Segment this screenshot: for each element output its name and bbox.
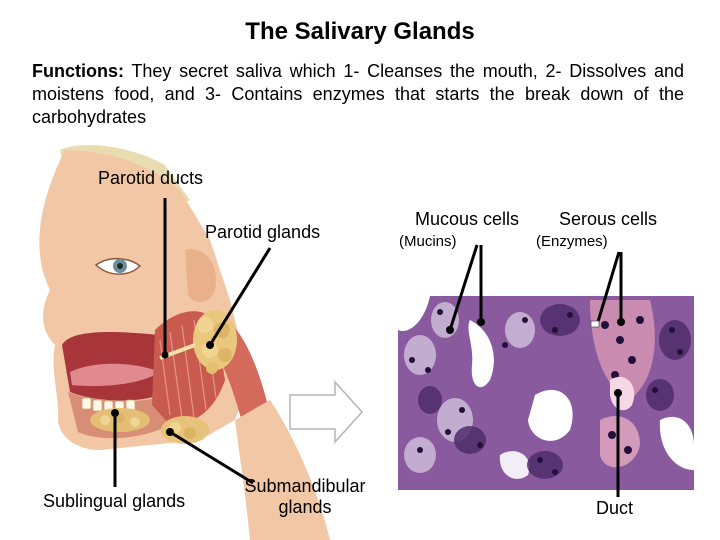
label-duct: Duct <box>596 498 634 518</box>
label-parotid-glands: Parotid glands <box>205 222 321 242</box>
pointer-lines <box>113 198 623 497</box>
teeth <box>81 397 136 413</box>
pointer-arrow <box>289 380 364 444</box>
parotid-gland <box>193 310 237 374</box>
label-mucous-cells: Mucous cells <box>415 209 520 229</box>
tongue <box>70 363 160 387</box>
line-parotid-glands <box>208 247 272 346</box>
label-submandibular-glands: Submandibular glands <box>238 476 372 518</box>
label-parotid-ducts: Parotid ducts <box>98 168 204 188</box>
neck <box>235 400 330 540</box>
label-enzymes: (Enzymes) <box>536 233 608 250</box>
ear <box>185 249 216 302</box>
functions-lead: Functions: <box>32 61 124 81</box>
functions-text: They secret saliva which 1- Cleanses the… <box>32 61 684 127</box>
sublingual-gland <box>90 408 150 432</box>
pointer-marker <box>590 320 600 328</box>
page-title: The Salivary Glands <box>245 18 475 45</box>
duct-lumen <box>610 376 635 411</box>
line-submandibular <box>169 430 254 485</box>
line-mucous-1 <box>448 244 479 331</box>
label-mucins: (Mucins) <box>399 233 457 250</box>
label-sublingual-glands: Sublingual glands <box>43 491 186 511</box>
histology-micrograph <box>398 296 694 490</box>
label-serous-cells: Serous cells <box>559 209 658 229</box>
functions-description: Functions: They secret saliva which 1- C… <box>32 60 684 129</box>
label-submandibular-line1: Submandibular <box>244 476 366 496</box>
pointer-dots <box>111 318 625 436</box>
eye <box>94 258 142 275</box>
label-submandibular-line2: glands <box>278 497 332 517</box>
line-serous-1 <box>595 251 621 326</box>
head-illustration <box>39 145 364 540</box>
